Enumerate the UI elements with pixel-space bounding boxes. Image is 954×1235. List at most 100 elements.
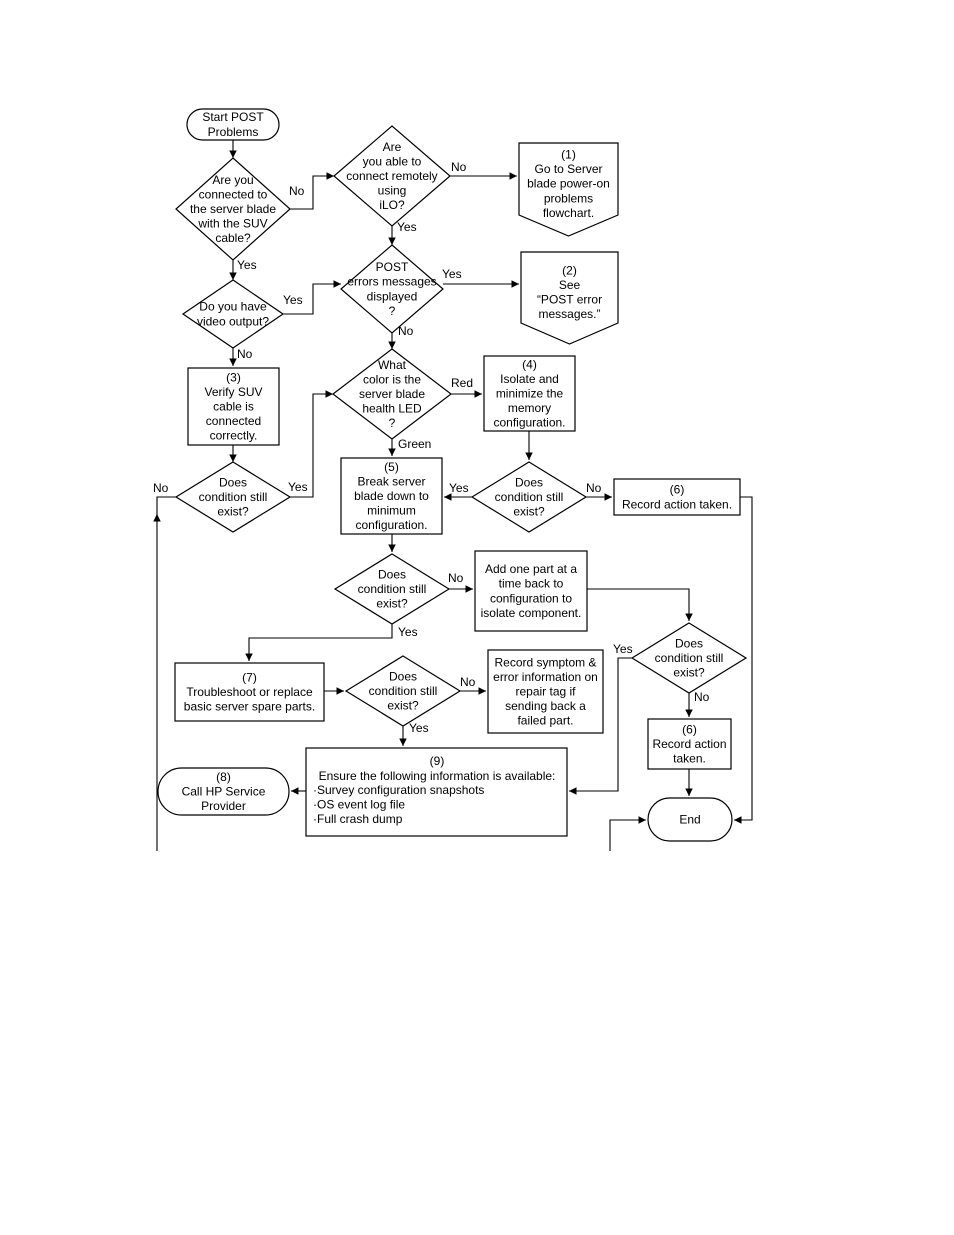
decision-condition-after-minimum — [333, 553, 451, 625]
step-break-down-minimum — [340, 457, 443, 535]
edge-label-cond-e-no: No — [460, 675, 476, 689]
decision-condition-after-suv — [174, 461, 292, 533]
decision-health-led-color-line: health LED — [362, 402, 422, 416]
connector-power-on-flowchart-line: flowchart. — [543, 206, 594, 220]
end-terminal-line: End — [679, 813, 700, 827]
edge-suv-no-to-ilo — [290, 172, 334, 210]
connector-power-on-flowchart-line: Go to Server — [534, 162, 602, 176]
step-break-down-minimum-line: minimum — [367, 504, 416, 518]
decision-condition-after-minimum-line: exist? — [376, 597, 408, 611]
start-terminal — [186, 108, 280, 141]
decision-ilo-remote-line: Are — [383, 140, 402, 154]
step-record-action-b — [647, 718, 732, 770]
decision-ilo-remote-line: using — [378, 184, 407, 198]
step-record-symptom-line: sending back a — [505, 699, 586, 713]
step-break-down-minimum-line: Break server — [357, 474, 425, 488]
terminal-call-hp-service-line: Call HP Service — [182, 785, 266, 799]
edge-label-led-red: Red — [451, 376, 473, 390]
edge-label-cond-d-no: No — [694, 690, 710, 704]
step-record-symptom — [487, 649, 604, 734]
decision-suv-connected-line: with the SUV — [197, 217, 267, 231]
decision-post-errors — [340, 244, 444, 334]
decision-health-led-color-line: What — [378, 358, 407, 372]
edge-label-ilo-yes: Yes — [397, 220, 417, 234]
connector-post-error-messages-line: (2) — [562, 263, 577, 277]
connector-power-on-flowchart-line: problems — [544, 191, 593, 205]
start-terminal-line: Problems — [208, 125, 259, 139]
connector-power-on-flowchart-line: (1) — [561, 148, 576, 162]
step-verify-suv-cable-line: Verify SUV — [204, 385, 262, 399]
decision-ilo-remote-line: connect remotely — [346, 169, 437, 183]
edge-continuation-to-end — [609, 816, 646, 851]
connector-post-error-messages-line: See — [559, 278, 581, 292]
edge-label-cond-e-yes: Yes — [409, 721, 429, 735]
decision-post-errors-line: POST — [376, 260, 409, 274]
decision-condition-after-suv-line: condition still — [199, 490, 268, 504]
end-terminal — [647, 797, 733, 842]
step-add-parts-back-line: isolate component. — [481, 606, 582, 620]
step-ensure-information-title: (9) — [430, 754, 445, 768]
step-isolate-memory-line: configuration. — [493, 416, 565, 430]
step-ensure-information-item: ·OS event log file — [313, 798, 405, 812]
step-isolate-memory-line: Isolate and — [500, 372, 559, 386]
terminal-call-hp-service-line: Provider — [201, 799, 246, 813]
decision-condition-after-minimum-line: Does — [378, 567, 406, 581]
step-record-symptom-line: Record symptom & — [494, 655, 596, 669]
edge-label-cond-d-yes: Yes — [613, 642, 633, 656]
edge-label-ilo-no: No — [451, 160, 467, 174]
edge-label-suv-yes: Yes — [237, 258, 257, 272]
step-add-parts-back — [474, 550, 588, 632]
edge-add-parts-to-cond-d — [587, 588, 693, 621]
decision-health-led-color — [332, 348, 452, 440]
step-isolate-memory — [483, 355, 576, 432]
edge-cond-d-yes-to-n9 — [569, 657, 632, 795]
edge-label-cond-b-no: No — [586, 481, 602, 495]
step-record-action-b-line: Record action — [652, 737, 726, 751]
step-ensure-information-item: ·Full crash dump — [313, 812, 403, 826]
step-verify-suv-cable-line: (3) — [226, 370, 241, 384]
step-verify-suv-cable-line: cable is — [213, 400, 254, 414]
step-break-down-minimum-line: (5) — [384, 460, 399, 474]
terminal-call-hp-service — [157, 767, 290, 816]
step-ensure-information-title: Ensure the following information is avai… — [319, 769, 556, 783]
edge-label-cond-a-no: No — [153, 481, 169, 495]
connector-post-error-messages-line: messages.” — [538, 307, 600, 321]
decision-ilo-remote-line: you able to — [363, 154, 422, 168]
decision-health-led-color-line: server blade — [359, 387, 425, 401]
step-record-symptom-line: error information on — [493, 670, 598, 684]
decision-suv-connected-line: the server blade — [190, 202, 276, 216]
step-troubleshoot-spare-parts-line: (7) — [242, 670, 257, 684]
decision-ilo-remote-line: iLO? — [379, 198, 405, 212]
step-record-action-b-line: (6) — [682, 722, 697, 736]
edge-cond-a-yes-to-led — [290, 390, 333, 498]
edge-cond-c-yes-to-n7 — [245, 624, 393, 661]
decision-condition-after-spare-parts-line: exist? — [387, 699, 419, 713]
edge-label-video-yes: Yes — [283, 293, 303, 307]
step-record-action-a — [613, 478, 741, 516]
decision-post-errors-line: displayed — [367, 289, 418, 303]
decision-condition-after-spare-parts — [344, 655, 462, 727]
decision-suv-connected-line: connected to — [199, 187, 268, 201]
decision-condition-after-add-parts-line: Does — [675, 636, 703, 650]
decision-suv-connected — [175, 157, 291, 261]
connector-post-error-messages-line: “POST error — [537, 293, 602, 307]
decision-condition-after-memory-line: Does — [515, 475, 543, 489]
step-troubleshoot-spare-parts-line: Troubleshoot or replace — [186, 685, 313, 699]
decision-condition-after-memory — [470, 461, 588, 533]
edge-label-cond-c-yes: Yes — [398, 625, 418, 639]
edge-label-cond-b-yes: Yes — [449, 481, 469, 495]
decision-condition-after-memory-line: condition still — [495, 490, 564, 504]
step-record-action-a-line: (6) — [670, 483, 685, 497]
step-verify-suv-cable — [187, 367, 280, 446]
step-verify-suv-cable-line: correctly. — [210, 429, 258, 443]
decision-condition-after-add-parts-line: condition still — [655, 651, 724, 665]
step-isolate-memory-line: memory — [508, 401, 551, 415]
edge-cond-a-no-continuation — [156, 496, 176, 851]
edge-label-cond-c-no: No — [448, 571, 464, 585]
decision-video-output — [181, 279, 285, 349]
decision-health-led-color-line: ? — [389, 416, 396, 430]
decision-condition-after-memory-line: exist? — [513, 505, 545, 519]
step-add-parts-back-line: Add one part at a — [485, 562, 577, 576]
decision-post-errors-line: errors messages — [347, 275, 436, 289]
